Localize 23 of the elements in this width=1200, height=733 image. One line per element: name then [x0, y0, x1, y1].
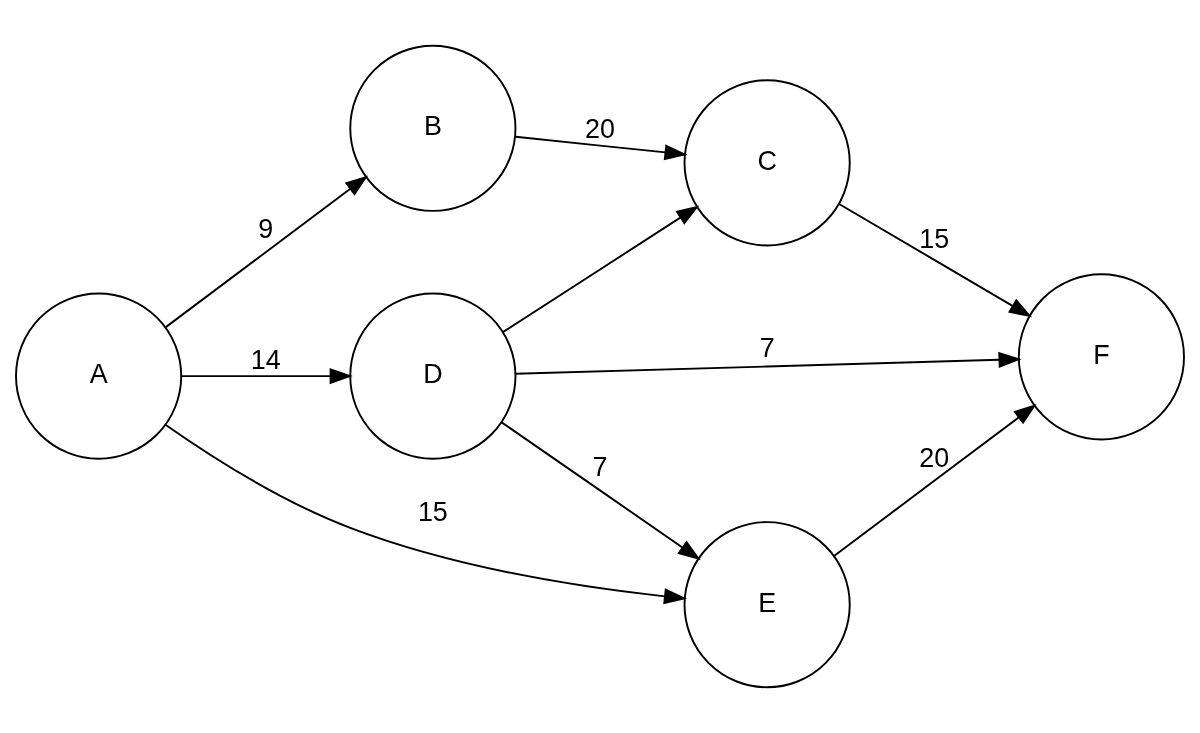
- edge-label: 7: [759, 333, 775, 364]
- arrow: [180, 368, 353, 385]
- edge-label: 7: [592, 452, 608, 483]
- arrow: [502, 205, 700, 333]
- edge-label: 9: [258, 214, 274, 245]
- node-circle: B: [349, 44, 517, 212]
- arrow: [833, 404, 1037, 557]
- node-circle: F: [1017, 273, 1185, 441]
- node-circle: E: [683, 521, 851, 689]
- edge-label: 20: [585, 114, 615, 145]
- node-circle: D: [349, 292, 517, 460]
- edge-label: 15: [417, 496, 448, 527]
- node-circle: C: [683, 79, 851, 247]
- node-circle: A: [15, 292, 183, 460]
- arrow: [164, 175, 369, 329]
- arrow: [514, 351, 1022, 375]
- edge-label: 14: [250, 344, 281, 375]
- arrow: [500, 421, 701, 561]
- arrow: [514, 135, 688, 161]
- edge-label: 20: [919, 442, 950, 473]
- edge-label: 15: [919, 223, 950, 254]
- arrow: [164, 423, 687, 605]
- arrow: [838, 203, 1032, 318]
